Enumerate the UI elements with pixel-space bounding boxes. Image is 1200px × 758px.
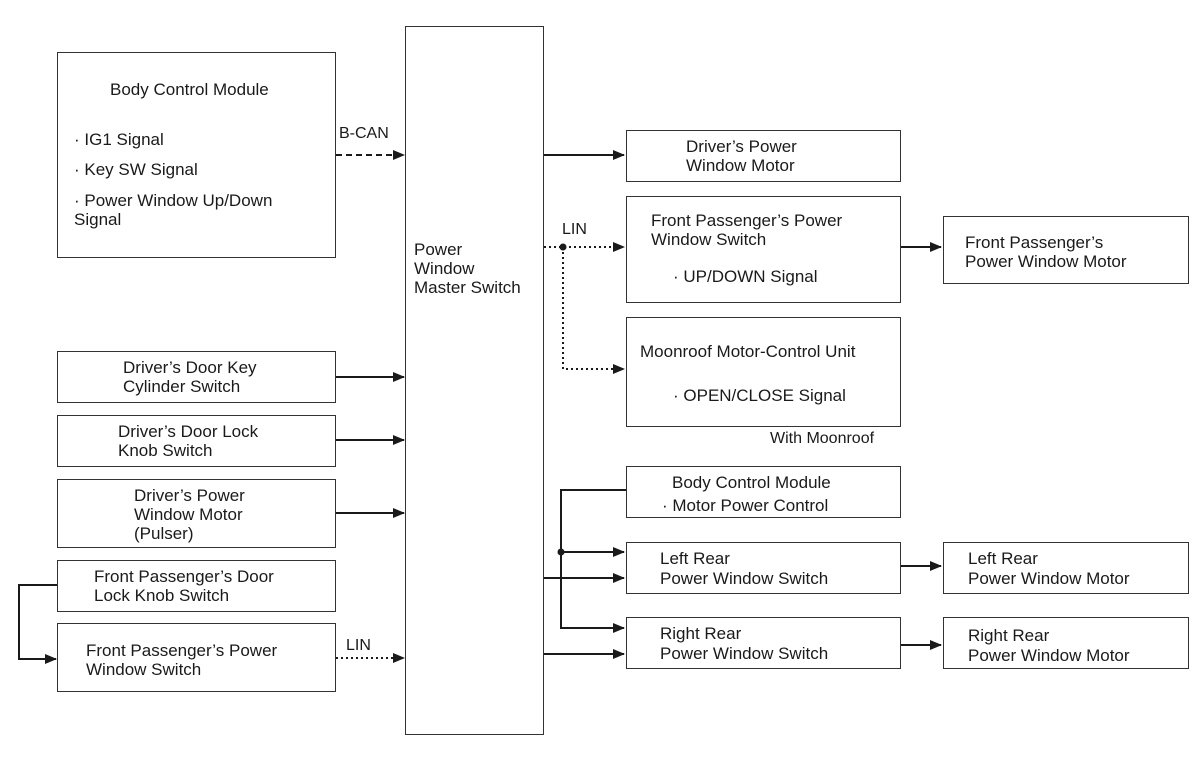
drivers-door-key-cylinder-switch: Driver’s Door Key Cylinder Switch [57, 351, 336, 403]
moonroof-note: With Moonroof [770, 430, 875, 447]
fp-motor-line-1: Front Passenger’s [965, 233, 1104, 252]
fp-switch-left-line-1: Front Passenger’s Power [86, 641, 278, 660]
rr-switch-line-2: Power Window Switch [660, 644, 829, 663]
fp-switch-left-line-2: Window Switch [86, 660, 202, 679]
driver-motor-line-1: Driver’s Power [686, 137, 797, 156]
master-line-1: Power [414, 240, 463, 259]
fp-switch-right-line-2: Window Switch [651, 230, 767, 249]
lr-motor-line-1: Left Rear [968, 549, 1038, 568]
lr-switch-line-2: Power Window Switch [660, 569, 829, 588]
lin-label-left: LIN [346, 637, 371, 654]
driver-knob-line-1: Driver’s Door Lock [118, 422, 259, 441]
front-passenger-door-lock-knob-switch: Front Passenger’s Door Lock Knob Switch [57, 560, 336, 612]
driver-key-line-1: Driver’s Door Key [123, 358, 257, 377]
front-passenger-power-window-switch-left: Front Passenger’s Power Window Switch [57, 623, 336, 692]
lr-motor-line-2: Power Window Motor [968, 569, 1130, 588]
drivers-power-window-motor: Driver’s Power Window Motor [626, 130, 901, 182]
bcm-bottom-signal: · Motor Power Control [662, 496, 829, 515]
bcm-motor-power-bus [560, 489, 626, 633]
master-line-3: Master Switch [414, 278, 521, 297]
master-line-2: Window [414, 259, 475, 278]
fp-knob-line-2: Lock Knob Switch [94, 586, 230, 605]
bcm-bottom-title: Body Control Module [672, 473, 831, 492]
body-control-module-bottom: Body Control Module · Motor Power Contro… [626, 466, 901, 518]
right-rear-power-window-motor: Right Rear Power Window Motor [943, 617, 1189, 669]
fp-knob-to-switch-connector [18, 584, 57, 664]
bcm-top-title: Body Control Module [110, 80, 269, 99]
rr-motor-line-1: Right Rear [968, 626, 1050, 645]
lin-label-right: LIN [562, 221, 587, 238]
fp-knob-line-1: Front Passenger’s Door [94, 567, 274, 586]
driver-motor-line-2: Window Motor [686, 156, 795, 175]
driver-pulser-line-3: (Pulser) [134, 524, 194, 543]
bcm-signal-key-sw: · Key SW Signal [74, 160, 198, 179]
rr-switch-line-1: Right Rear [660, 624, 742, 643]
right-rear-power-window-switch: Right Rear Power Window Switch [626, 617, 901, 669]
driver-pulser-line-2: Window Motor [134, 505, 243, 524]
bcm-signal-up-down-cont: Signal [74, 210, 122, 229]
lr-switch-line-1: Left Rear [660, 549, 730, 568]
front-passenger-power-window-motor: Front Passenger’s Power Window Motor [943, 216, 1189, 284]
bcm-signal-ig1: · IG1 Signal [74, 130, 164, 149]
drivers-door-lock-knob-switch: Driver’s Door Lock Knob Switch [57, 415, 336, 467]
moonroof-title: Moonroof Motor-Control Unit [640, 342, 856, 361]
front-passenger-power-window-switch-right: Front Passenger’s Power Window Switch · … [626, 196, 901, 303]
bcan-label: B-CAN [339, 125, 389, 142]
left-rear-power-window-switch: Left Rear Power Window Switch [626, 542, 901, 594]
bus-junction-dot [557, 548, 565, 556]
drivers-power-window-motor-pulser: Driver’s Power Window Motor (Pulser) [57, 479, 336, 548]
moonroof-motor-control-unit: Moonroof Motor-Control Unit · OPEN/CLOSE… [626, 317, 901, 427]
lin-junction-dot [559, 243, 567, 251]
rr-motor-line-2: Power Window Motor [968, 646, 1130, 665]
bcm-signal-up-down: · Power Window Up/Down [74, 191, 273, 210]
left-rear-power-window-motor: Left Rear Power Window Motor [943, 542, 1189, 594]
body-control-module-top: Body Control Module · IG1 Signal · Key S… [57, 52, 336, 258]
power-window-master-switch: Power Window Master Switch [405, 26, 544, 735]
fp-switch-right-signal: · UP/DOWN Signal [673, 267, 818, 286]
moonroof-signal: · OPEN/CLOSE Signal [673, 386, 846, 405]
fp-motor-line-2: Power Window Motor [965, 252, 1127, 271]
driver-key-line-2: Cylinder Switch [123, 377, 241, 396]
driver-pulser-line-1: Driver’s Power [134, 486, 245, 505]
lin-moonroof-connector [562, 247, 625, 374]
fp-switch-right-line-1: Front Passenger’s Power [651, 211, 843, 230]
driver-knob-line-2: Knob Switch [118, 441, 213, 460]
